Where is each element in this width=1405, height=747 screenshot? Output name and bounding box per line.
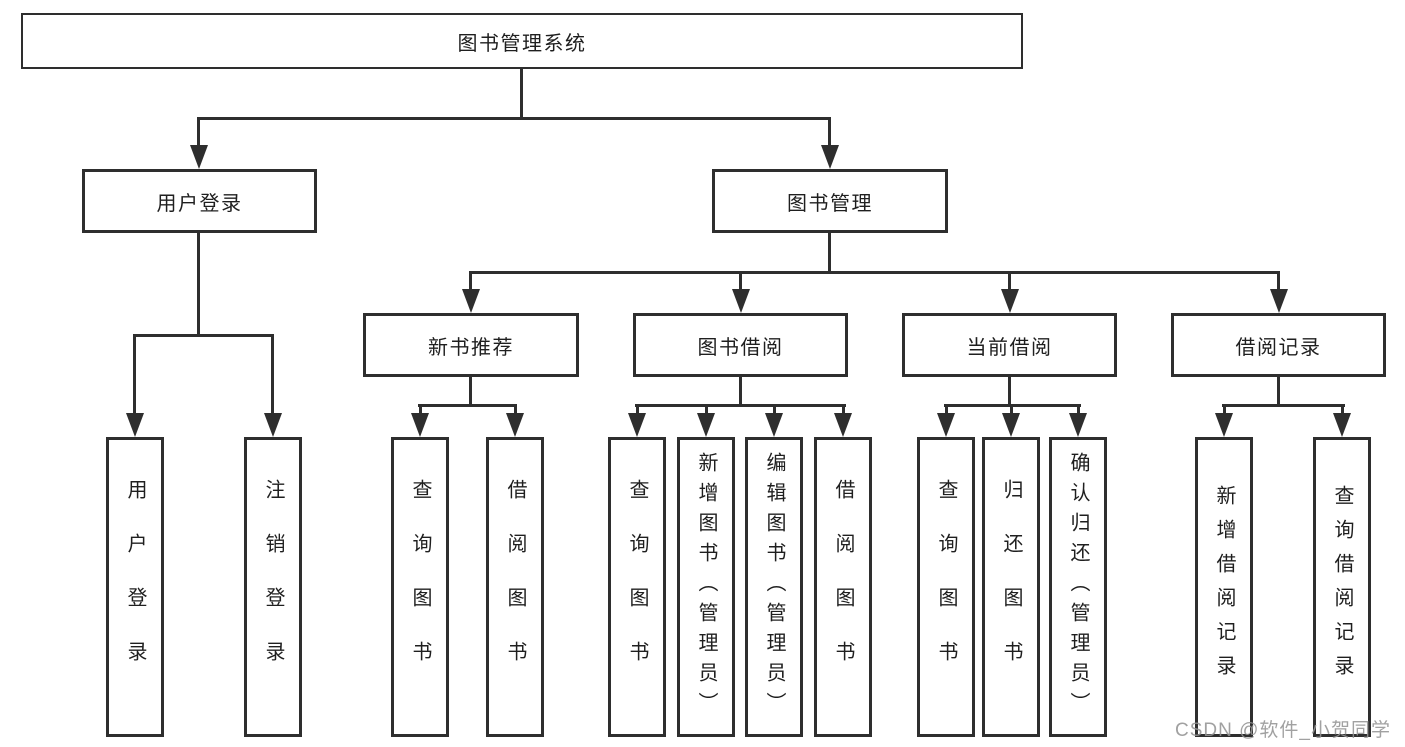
connector-line	[419, 404, 422, 416]
arrow-down-icon	[628, 413, 646, 437]
connector-line	[197, 231, 200, 336]
node-book-borrowing: 图书借阅	[633, 313, 848, 377]
node-label: 借阅记录	[1235, 336, 1322, 359]
node-current-borrowing: 当前借阅	[902, 313, 1117, 377]
connector-line	[1277, 375, 1280, 406]
connector-line	[1277, 271, 1280, 289]
connector-line	[1223, 404, 1226, 416]
arrow-down-icon	[697, 413, 715, 437]
arrow-down-icon	[1001, 289, 1019, 313]
connector-line	[469, 271, 1280, 274]
node-label: 归还图书	[1000, 479, 1022, 695]
node-label: 查询借阅记录	[1331, 485, 1353, 689]
arrow-down-icon	[1069, 413, 1087, 437]
node-label: 注销登录	[262, 479, 284, 695]
connector-line	[842, 404, 845, 416]
arrow-down-icon	[732, 289, 750, 313]
leaf-cb-confirm-return-admin: 确认归还（管理员）	[1049, 437, 1107, 737]
node-label: 编辑图书（管理员）	[763, 452, 785, 722]
connector-line	[1008, 271, 1011, 289]
node-label: 借阅图书	[832, 479, 854, 695]
node-label: 确认归还（管理员）	[1067, 452, 1089, 722]
connector-line	[133, 334, 274, 337]
connector-line	[469, 375, 472, 406]
connector-line	[1077, 404, 1080, 416]
arrow-down-icon	[190, 145, 208, 169]
leaf-bb-add-books-admin: 新增图书（管理员）	[677, 437, 735, 737]
node-label: 查询图书	[409, 479, 431, 695]
node-label: 用户登录	[124, 479, 146, 695]
leaf-br-query-borrow-record: 查询借阅记录	[1313, 437, 1371, 737]
leaf-sign-out-login: 注销登录	[244, 437, 302, 737]
connector-line	[133, 334, 136, 415]
arrow-down-icon	[126, 413, 144, 437]
leaf-cb-return-books: 归还图书	[982, 437, 1040, 737]
arrow-down-icon	[462, 289, 480, 313]
node-borrowing-records: 借阅记录	[1171, 313, 1386, 377]
arrow-down-icon	[937, 413, 955, 437]
arrow-down-icon	[506, 413, 524, 437]
node-label: 当前借阅	[966, 336, 1053, 359]
connector-line	[1341, 404, 1344, 416]
node-user-login: 用户登录	[82, 169, 317, 233]
node-label: 图书借阅	[697, 336, 784, 359]
connector-line	[636, 404, 639, 416]
connector-line	[739, 375, 742, 406]
leaf-bb-borrow-books: 借阅图书	[814, 437, 872, 737]
arrow-down-icon	[1002, 413, 1020, 437]
arrow-down-icon	[1215, 413, 1233, 437]
node-label: 查询图书	[626, 479, 648, 695]
connector-line	[635, 404, 846, 407]
node-library-management-system: 图书管理系统	[21, 13, 1023, 69]
connector-line	[469, 271, 472, 289]
connector-line	[514, 404, 517, 416]
connector-line	[271, 334, 274, 415]
node-label: 新增借阅记录	[1213, 485, 1235, 689]
arrow-down-icon	[1270, 289, 1288, 313]
arrow-down-icon	[821, 145, 839, 169]
leaf-bb-edit-books-admin: 编辑图书（管理员）	[745, 437, 803, 737]
node-label: 新书推荐	[428, 336, 514, 359]
csdn-watermark: CSDN @软件_小贺同学	[1175, 720, 1391, 741]
node-book-management: 图书管理	[712, 169, 948, 233]
node-label: 查询图书	[935, 479, 957, 695]
connector-line	[197, 117, 200, 148]
connector-line	[705, 404, 708, 416]
node-label: 用户登录	[156, 192, 243, 215]
leaf-cb-query-books: 查询图书	[917, 437, 975, 737]
arrow-down-icon	[1333, 413, 1351, 437]
leaf-br-add-borrow-record: 新增借阅记录	[1195, 437, 1253, 737]
node-label: 图书管理系统	[457, 32, 587, 55]
arrow-down-icon	[834, 413, 852, 437]
connector-line	[739, 271, 742, 289]
leaf-user-login: 用户登录	[106, 437, 164, 737]
node-label: 新增图书（管理员）	[695, 452, 717, 722]
arrow-down-icon	[411, 413, 429, 437]
leaf-nbr-query-books: 查询图书	[391, 437, 449, 737]
arrow-down-icon	[264, 413, 282, 437]
connector-line	[773, 404, 776, 416]
connector-line	[418, 404, 517, 407]
connector-line	[828, 117, 831, 148]
node-label: 图书管理	[787, 192, 873, 215]
arrow-down-icon	[765, 413, 783, 437]
connector-line	[520, 69, 523, 119]
connector-line	[197, 117, 831, 120]
node-label: 借阅图书	[504, 479, 526, 695]
connector-line	[1008, 375, 1011, 406]
connector-line	[1010, 404, 1013, 416]
node-new-book-recommend: 新书推荐	[363, 313, 579, 377]
connector-line	[945, 404, 948, 416]
leaf-bb-query-books: 查询图书	[608, 437, 666, 737]
leaf-nbr-borrow-books: 借阅图书	[486, 437, 544, 737]
connector-line	[828, 231, 831, 273]
connector-line	[1222, 404, 1345, 407]
